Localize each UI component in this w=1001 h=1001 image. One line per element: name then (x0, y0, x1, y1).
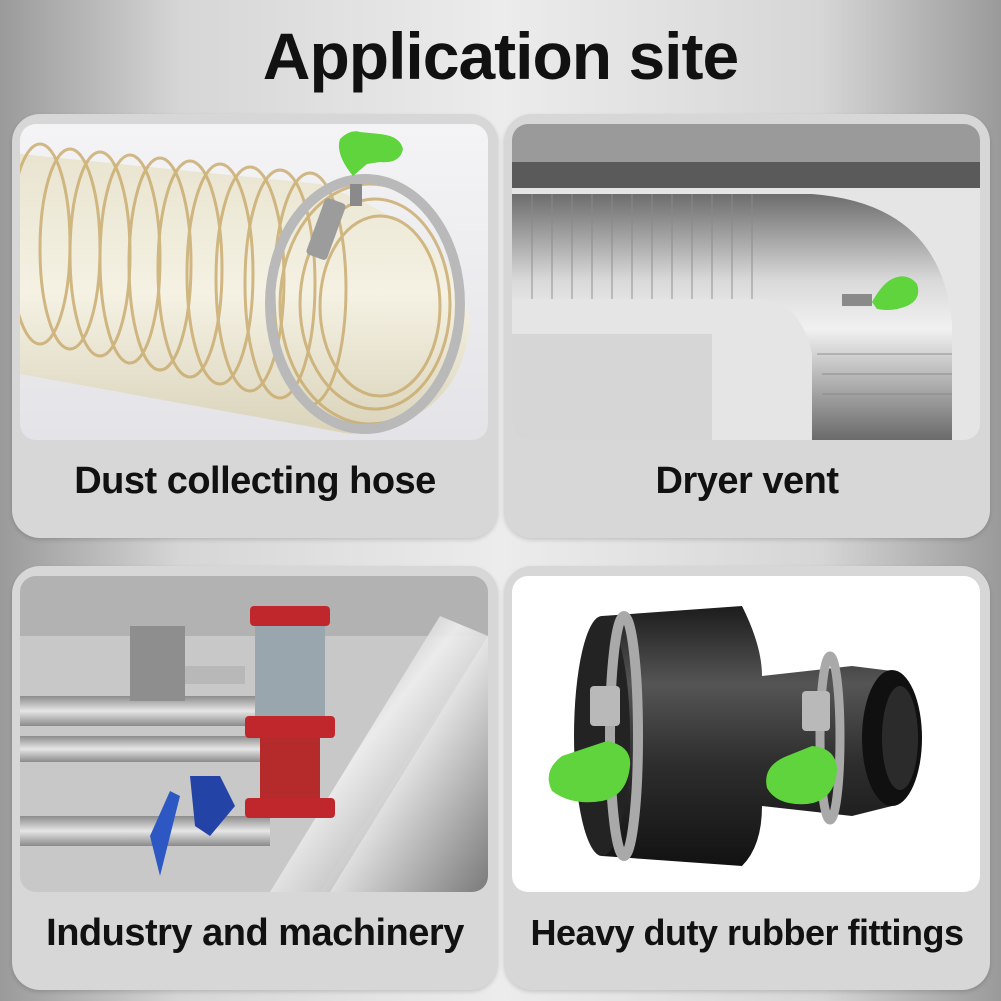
application-card-dryer-vent: Dryer vent (504, 114, 990, 538)
card-label-dryer-vent: Dryer vent (655, 460, 839, 502)
page-title: Application site (262, 19, 739, 93)
clamp-key-icon (338, 131, 403, 206)
clamp-key-icon (548, 741, 837, 805)
rubber-fittings-photo (512, 576, 980, 892)
application-card-dust-hose: Dust collecting hose (12, 114, 498, 538)
dryer-vent-photo (512, 124, 980, 440)
clamp-key-icon (842, 276, 919, 310)
application-card-industry: Industry and machinery (12, 566, 498, 990)
dust-hose-photo (20, 124, 488, 440)
card-label-rubber-fittings: Heavy duty rubber fittings (530, 912, 964, 953)
card-label-industry: Industry and machinery (46, 912, 464, 954)
industry-photo (20, 576, 488, 892)
card-label-dust-hose: Dust collecting hose (74, 460, 436, 502)
application-card-rubber-fittings: Heavy duty rubber fittings (504, 566, 990, 990)
